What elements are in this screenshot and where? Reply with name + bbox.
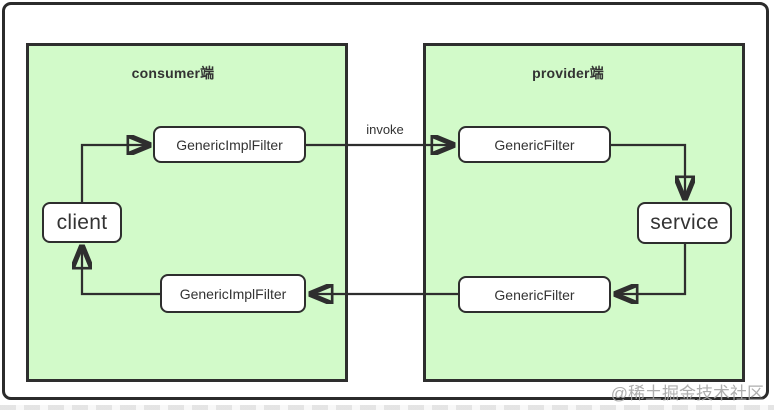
node-genericfilter-inbound: GenericFilter	[458, 126, 611, 163]
bottom-edge-artifact	[0, 405, 774, 410]
node-genericfilter-return: GenericFilter	[458, 276, 611, 313]
node-service: service	[637, 202, 732, 244]
node-genericimplfilter-outbound: GenericImplFilter	[153, 126, 306, 163]
node-genericimplfilter-return: GenericImplFilter	[160, 274, 306, 313]
provider-panel-title: provider端	[532, 65, 604, 81]
invoke-edge-label: invoke	[366, 122, 404, 137]
watermark: @稀土掘金技术社区	[610, 384, 764, 403]
node-client: client	[42, 202, 122, 243]
consumer-panel-title: consumer端	[131, 65, 215, 81]
